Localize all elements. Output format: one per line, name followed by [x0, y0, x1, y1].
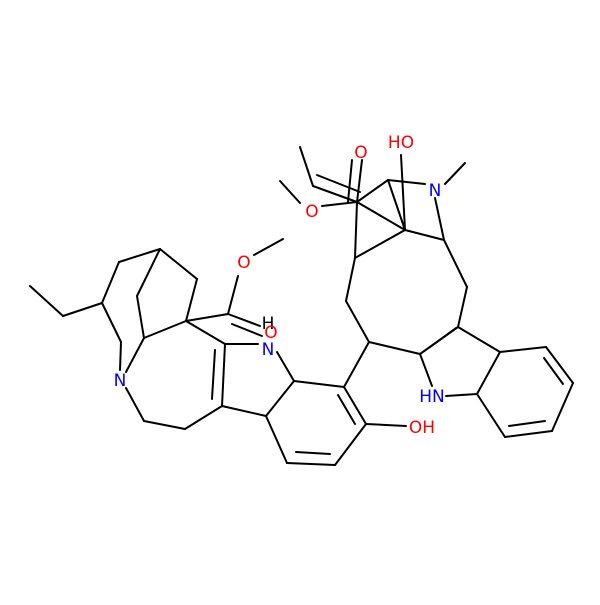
hydroxyl-right: HO: [388, 133, 414, 153]
methyl-amine-nitrogen-right: N: [429, 181, 442, 201]
ester-carbonyl-oxygen-left: O: [264, 323, 277, 343]
indole-nitrogen-left: N: [262, 340, 275, 360]
ester-ether-oxygen-left: O: [237, 253, 250, 273]
ester-ether-oxygen-right: O: [305, 202, 318, 222]
amine-nitrogen-left: N: [114, 371, 127, 391]
ester-carbonyl-oxygen-right: O: [354, 143, 367, 163]
phenol-hydroxyl: OH: [409, 418, 435, 438]
indole-hydrogen-left: H: [262, 314, 275, 334]
bond-lines: [29, 146, 574, 466]
atom-labels: N N H O O OH HN N HO O O: [114, 133, 445, 438]
indole-nh-right: HN: [419, 387, 445, 407]
